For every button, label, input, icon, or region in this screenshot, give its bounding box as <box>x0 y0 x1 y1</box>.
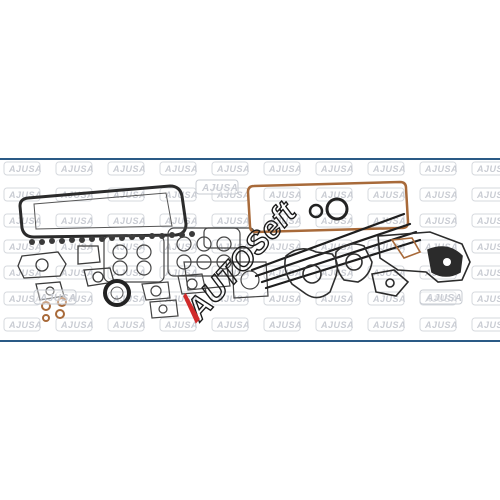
flange-gaskets-left <box>17 245 115 301</box>
turbo-gaskets <box>141 261 269 319</box>
svg-text:AJUSA: AJUSA <box>201 183 238 194</box>
copper-washers <box>41 297 67 322</box>
rubber-strips <box>250 212 422 290</box>
maker-watermark-badges: AJUSA AJUSA AJUSA <box>33 179 463 305</box>
timing-cover-gaskets <box>371 231 471 297</box>
valve-cover-gasket <box>18 184 188 239</box>
svg-text:AJUSA: AJUSA <box>425 293 462 304</box>
photo-frame <box>0 158 500 342</box>
svg-text:AJUSA: AJUSA <box>39 293 76 304</box>
water-pump-gaskets <box>284 243 373 299</box>
crankshaft-seal <box>103 279 131 307</box>
oil-pan-gasket <box>246 180 410 234</box>
maker-watermark-pattern <box>0 160 500 340</box>
dealer-accent-mark <box>183 293 200 324</box>
manifold-gaskets <box>103 227 255 283</box>
